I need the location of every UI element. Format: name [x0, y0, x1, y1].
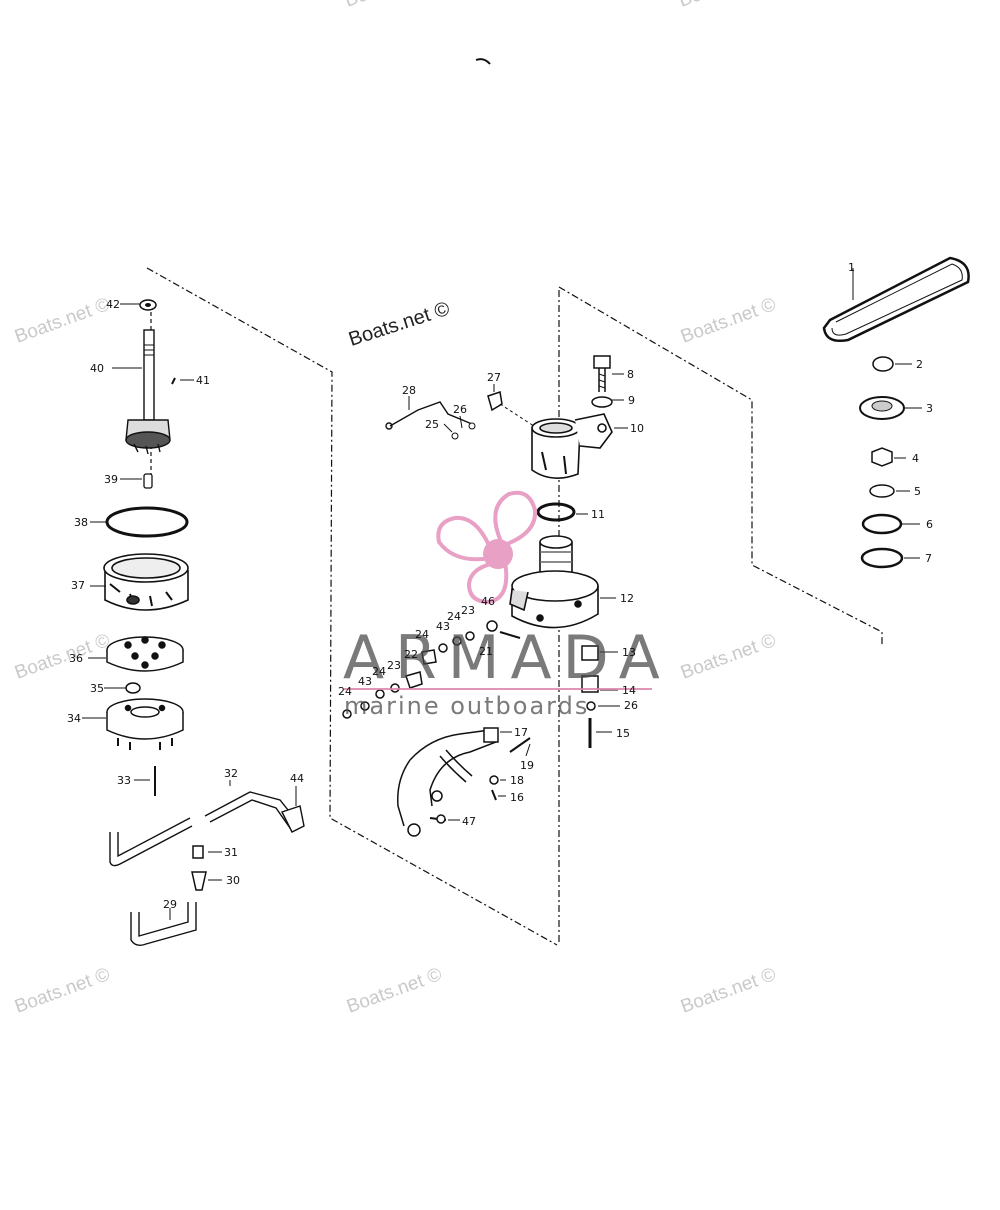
- callout-18: 18: [510, 774, 524, 787]
- callout-24: 24: [372, 665, 386, 678]
- callout-31: 31: [224, 846, 238, 859]
- callout-40: 40: [90, 362, 104, 375]
- callout-36: 36: [69, 652, 83, 665]
- callout-47: 47: [462, 815, 476, 828]
- callout-19: 19: [520, 759, 534, 772]
- part-37-housing: [103, 553, 189, 611]
- callout-27: 27: [487, 371, 501, 384]
- callout-11: 11: [591, 508, 605, 521]
- callout-34: 34: [67, 712, 81, 725]
- callout-16: 16: [510, 791, 524, 804]
- callout-23: 23: [387, 659, 401, 672]
- part-1-belt: [822, 256, 970, 342]
- callout-7: 7: [925, 552, 932, 565]
- callout-5: 5: [914, 485, 921, 498]
- part-12-body: [509, 535, 599, 629]
- part-17-stator: [397, 727, 531, 837]
- callout-39: 39: [104, 473, 118, 486]
- callout-35: 35: [90, 682, 104, 695]
- callout-13: 13: [622, 646, 636, 659]
- part-36-plate: [106, 636, 184, 672]
- callout-15: 15: [616, 727, 630, 740]
- callout-1: 1: [848, 261, 855, 274]
- callout-24: 24: [415, 628, 429, 641]
- callout-30: 30: [226, 874, 240, 887]
- callout-24: 24: [447, 610, 461, 623]
- part-40-shaft: [125, 329, 171, 455]
- brand-divider: [344, 688, 652, 690]
- callout-46: 46: [481, 595, 495, 608]
- part-34-base: [106, 698, 184, 750]
- callout-3: 3: [926, 402, 933, 415]
- callout-43: 43: [358, 675, 372, 688]
- callout-9: 9: [628, 394, 635, 407]
- callout-33: 33: [117, 774, 131, 787]
- callout-6: 6: [926, 518, 933, 531]
- armada-logo-icon: [436, 490, 538, 605]
- callout-22: 22: [404, 648, 418, 661]
- brand-subtitle: marine outboards: [344, 692, 590, 720]
- callout-26: 26: [624, 699, 638, 712]
- callout-2: 2: [916, 358, 923, 371]
- callout-14: 14: [622, 684, 636, 697]
- callout-21: 21: [479, 645, 493, 658]
- callout-23: 23: [461, 604, 475, 617]
- brand-title: ARMADA: [343, 623, 671, 693]
- callout-37: 37: [71, 579, 85, 592]
- callout-10: 10: [630, 422, 644, 435]
- callout-32: 32: [224, 767, 238, 780]
- callout-41: 41: [196, 374, 210, 387]
- part-42-washer: [139, 299, 157, 311]
- callout-29: 29: [163, 898, 177, 911]
- callout-24: 24: [338, 685, 352, 698]
- tubes: [109, 791, 305, 947]
- callout-25: 25: [425, 418, 439, 431]
- callout-12: 12: [620, 592, 634, 605]
- callout-42: 42: [106, 298, 120, 311]
- callout-44: 44: [290, 772, 304, 785]
- callout-43: 43: [436, 620, 450, 633]
- callout-26: 26: [453, 403, 467, 416]
- callout-17: 17: [514, 726, 528, 739]
- callout-8: 8: [627, 368, 634, 381]
- part-10-bracket: [531, 413, 613, 479]
- callout-38: 38: [74, 516, 88, 529]
- callout-4: 4: [912, 452, 919, 465]
- callout-28: 28: [402, 384, 416, 397]
